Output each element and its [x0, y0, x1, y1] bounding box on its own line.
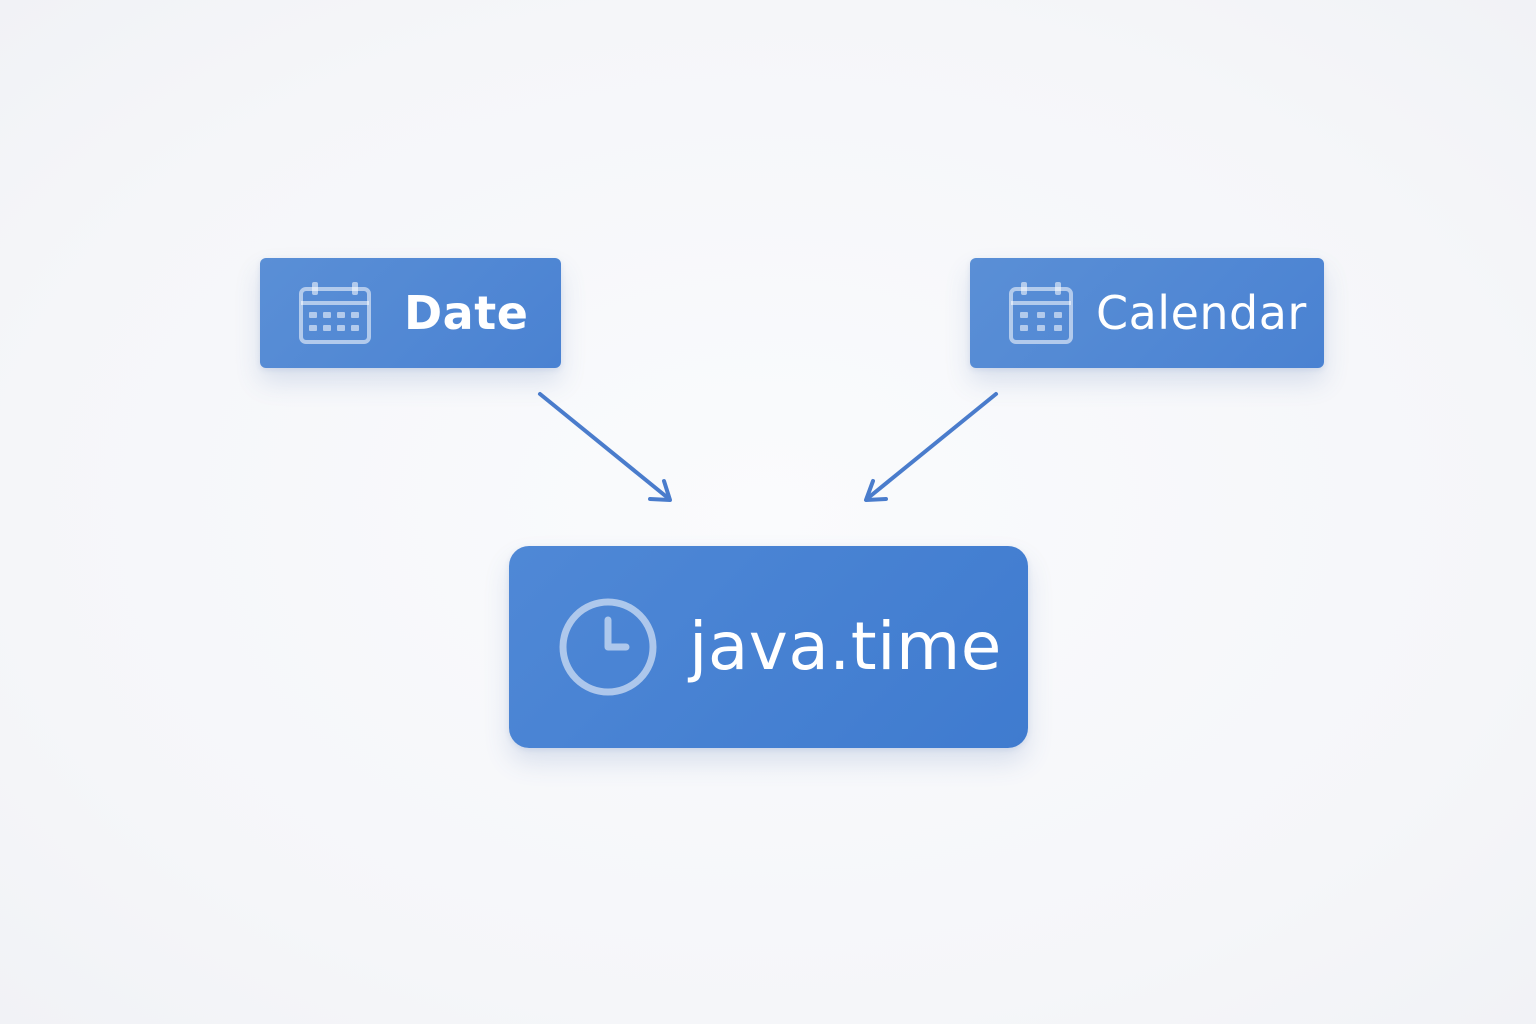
- calendar-node-label: Calendar: [1096, 286, 1307, 340]
- java-time-node: java.time: [509, 546, 1028, 748]
- arrow-calendar-to-java-time: [864, 392, 998, 502]
- clock-icon: [559, 598, 657, 696]
- java-time-node-label: java.time: [689, 608, 1002, 685]
- calendar-node: Calendar: [970, 258, 1324, 368]
- calendar-icon: [299, 282, 371, 344]
- calendar-icon: [1009, 282, 1073, 344]
- arrow-date-to-java-time: [538, 392, 672, 502]
- date-node: Date: [260, 258, 561, 368]
- date-node-label: Date: [404, 286, 529, 340]
